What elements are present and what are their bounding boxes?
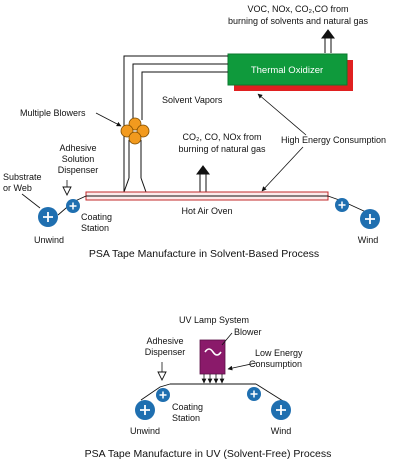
multiple-blowers-icon xyxy=(120,117,150,145)
uv-coating-station-label-line1: Coating xyxy=(172,402,203,412)
hot-air-oven-label: Hot Air Oven xyxy=(181,206,232,216)
coating-station-label-line2: Station xyxy=(81,223,109,233)
uv-adhesive-label-line2: Dispenser xyxy=(145,347,186,357)
high-energy-pointer-oxidizer xyxy=(257,93,307,136)
adhesive-dispenser-icon xyxy=(62,186,72,197)
wind-label: Wind xyxy=(358,235,379,245)
uv-adhesive-label-line1: Adhesive xyxy=(146,336,183,346)
adhesive-label-line3: Dispenser xyxy=(58,165,99,175)
blower-symbol-icon xyxy=(204,348,222,356)
unwind-roller xyxy=(38,207,58,227)
uv-lamp-label: UV Lamp System xyxy=(179,315,249,325)
exhaust-label-line1: VOC, NOx, CO₂,CO from xyxy=(248,4,349,14)
substrate-label-line1: Substrate xyxy=(3,172,42,182)
low-energy-label-line1: Low Energy xyxy=(255,348,303,358)
high-energy-label: High Energy Consumption xyxy=(281,135,386,145)
vapor-duct xyxy=(123,55,228,193)
uv-adhesive-dispenser-icon xyxy=(157,371,167,382)
uv-rays xyxy=(201,374,225,384)
multiple-blowers-label: Multiple Blowers xyxy=(20,108,86,118)
adhesive-label-line1: Adhesive xyxy=(59,143,96,153)
uv-exit-roller xyxy=(247,387,261,401)
uv-unwind-roller xyxy=(135,400,155,420)
uv-wind-roller xyxy=(271,400,291,420)
wind-roller xyxy=(360,209,380,229)
substrate-label-line2: or Web xyxy=(3,183,32,193)
uv-process: UV Lamp System Blower Low Energy Consump… xyxy=(85,315,332,460)
high-energy-pointer-oven xyxy=(261,146,304,192)
blowers-pointer xyxy=(95,112,122,127)
natural-gas-label-line1: CO₂, CO, NOx from xyxy=(183,132,262,142)
blower-label: Blower xyxy=(234,327,262,337)
uv-lamp-system xyxy=(199,339,226,375)
unwind-label: Unwind xyxy=(34,235,64,245)
uv-process-caption: PSA Tape Manufacture in UV (Solvent-Free… xyxy=(85,448,332,460)
solvent-process-caption: PSA Tape Manufacture in Solvent-Based Pr… xyxy=(89,248,319,260)
solvent-process: VOC, NOx, CO₂,CO from burning of solvent… xyxy=(3,4,386,260)
oven-exhaust-arrow xyxy=(196,165,210,192)
low-energy-pointer xyxy=(227,362,257,371)
exhaust-label-line2: burning of solvents and natural gas xyxy=(228,16,369,26)
thermal-oxidizer-label: Thermal Oxidizer xyxy=(251,65,323,76)
oxidizer-exhaust-arrow xyxy=(321,29,335,53)
solvent-vapors-label: Solvent Vapors xyxy=(162,95,223,105)
low-energy-label-line2: Consumption xyxy=(249,359,302,369)
coating-roller xyxy=(66,199,80,213)
uv-coating-station-label-line2: Station xyxy=(172,413,200,423)
uv-wind-label: Wind xyxy=(271,426,292,436)
natural-gas-label-line2: burning of natural gas xyxy=(178,144,266,154)
thermal-oxidizer xyxy=(227,53,348,86)
oven-exit-roller xyxy=(335,198,349,212)
uv-unwind-label: Unwind xyxy=(130,426,160,436)
uv-web-line xyxy=(140,383,284,402)
adhesive-label-line2: Solution xyxy=(62,154,95,164)
coating-station-label-line1: Coating xyxy=(81,212,112,222)
uv-coating-roller xyxy=(156,388,170,402)
